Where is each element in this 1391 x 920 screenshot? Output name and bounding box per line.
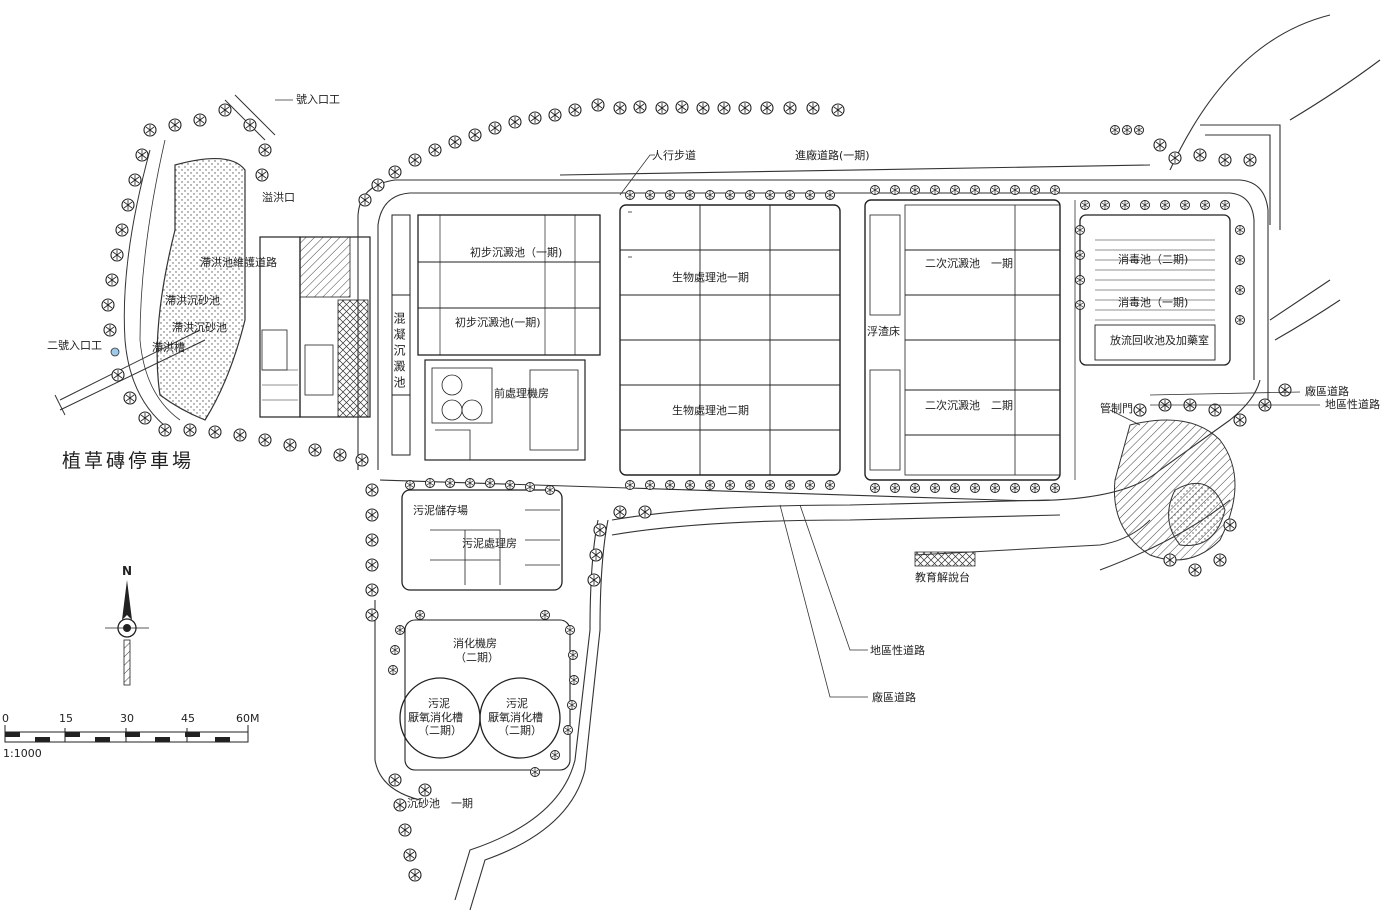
- label-walkway: 人行步道: [652, 149, 696, 162]
- label-sludge-storage: 污泥儲存場: [413, 504, 468, 517]
- label-secondary-1: 二次沉澱池 一期: [925, 257, 1013, 270]
- label-primary-1b: 初步沉澱池(一期): [455, 316, 541, 329]
- label-gate: 管制門: [1100, 402, 1133, 415]
- label-secondary-2: 二次沉澱池 二期: [925, 399, 1013, 412]
- label-digester-a-top: 污泥: [428, 697, 450, 710]
- label-digester-b-mid: 厭氧消化槽: [488, 711, 543, 724]
- label-digest-room: 消化機房: [453, 637, 497, 650]
- leader-lines: [275, 99, 1320, 698]
- compass-north: N: [122, 564, 133, 578]
- label-digester-a-bot: （二期）: [418, 724, 462, 737]
- garden-area: [914, 419, 1236, 567]
- label-bio-2: 生物處理池二期: [672, 404, 749, 417]
- scale-tick-1: 15: [59, 712, 73, 725]
- label-flotation: 浮渣床: [867, 325, 900, 338]
- primary-basins: [391, 214, 601, 456]
- label-detention-road: 滯洪池維護道路: [200, 256, 277, 269]
- label-digest-room-phase: （二期）: [455, 651, 499, 664]
- label-detention-pond-2: 滯洪沉砂池: [172, 321, 227, 334]
- label-mitigation: 滯洪槽: [152, 341, 185, 354]
- disinfection-area: [1079, 214, 1231, 366]
- detention-pond-area: [54, 94, 276, 431]
- sludge-area: [399, 489, 571, 771]
- label-north-entrance: 號入口工: [296, 93, 340, 106]
- label-disinfect-2: 消毒池（二期): [1118, 253, 1189, 266]
- label-digester-b-top: 污泥: [506, 697, 528, 710]
- label-grit: 沉砂池 一期: [407, 797, 473, 810]
- scale-tick-4: 60M: [236, 712, 260, 725]
- scale-ratio: 1:1000: [3, 747, 42, 760]
- label-overflow: 溢洪口: [262, 191, 295, 204]
- label-district-road-r: 地區性道路: [1325, 398, 1380, 411]
- label-digester-b-bot: （二期）: [498, 724, 542, 737]
- label-primary-1a: 初步沉澱池（一期): [470, 246, 563, 259]
- scale-tick-3: 45: [181, 712, 195, 725]
- label-second-entrance: 二號入口工: [47, 339, 102, 352]
- admin-building: [259, 236, 371, 418]
- bio-basins: [619, 204, 841, 476]
- label-coag: 混凝沉澱池: [392, 312, 406, 392]
- label-grass-parking: 植草磚停車場: [62, 450, 195, 472]
- label-digester-a-mid: 厭氧消化槽: [408, 711, 463, 724]
- label-plant-road-r: 廠區道路: [1305, 385, 1349, 398]
- scale-bar: [4, 725, 249, 743]
- north-compass: [105, 580, 149, 686]
- label-detention-pond: 滯洪沉砂池: [165, 294, 220, 307]
- label-entry-road: 進廠道路(一期): [795, 149, 870, 162]
- scale-tick-0: 0: [2, 712, 9, 725]
- pretreatment-block: [424, 359, 586, 461]
- label-plant-road-b: 廠區道路: [872, 691, 916, 704]
- label-district-road-b: 地區性道路: [870, 644, 925, 657]
- label-recycle: 放流回收池及加藥室: [1110, 334, 1209, 347]
- label-disinfect-1: 消毒池（一期): [1118, 296, 1189, 309]
- scale-tick-2: 30: [120, 712, 134, 725]
- label-edu: 教育解說台: [915, 571, 970, 584]
- secondary-basins: [864, 199, 1061, 481]
- label-pretreat: 前處理機房: [494, 387, 549, 400]
- label-sludge-treat: 污泥處理房: [462, 537, 517, 550]
- label-bio-1: 生物處理池一期: [672, 271, 749, 284]
